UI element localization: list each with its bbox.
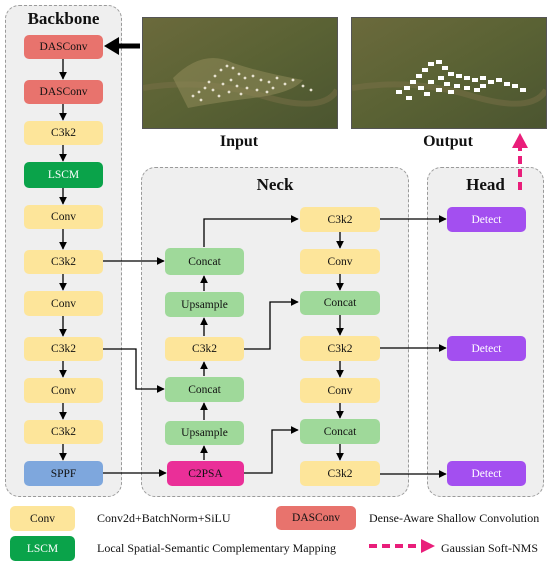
- backbone-conv-3: Conv: [24, 378, 103, 403]
- neck-c3k2-mid: C3k2: [300, 336, 380, 361]
- legend-dasconv-desc: Dense-Aware Shallow Convolution: [369, 511, 540, 525]
- head-title: Head: [466, 175, 505, 194]
- backbone-dasconv-2: DASConv: [24, 80, 103, 104]
- neck-concat-2: Concat: [165, 377, 244, 402]
- input-image: [142, 17, 338, 129]
- backbone-c3k2-2: C3k2: [24, 250, 103, 274]
- backbone-lscm: LSCM: [24, 162, 103, 188]
- neck-c3k2-left: C3k2: [165, 337, 244, 361]
- legend-nms-desc: Gaussian Soft-NMS: [441, 541, 539, 555]
- backbone-title: Backbone: [27, 9, 100, 28]
- backbone-sppf: SPPF: [24, 461, 103, 486]
- legend-conv-swatch: Conv: [10, 506, 75, 531]
- neck-concat-4: Concat: [300, 419, 380, 444]
- neck-title: Neck: [256, 175, 294, 194]
- neck-concat-1: Concat: [165, 248, 244, 275]
- legend-lscm-desc: Local Spatial-Semantic Complementary Map…: [97, 541, 336, 555]
- neck-concat-3: Concat: [300, 291, 380, 315]
- head-detect-1: Detect: [447, 207, 526, 232]
- backbone-c3k2-1: C3k2: [24, 121, 103, 145]
- backbone-dasconv-1: DASConv: [24, 35, 103, 59]
- output-image: [351, 17, 547, 129]
- neck-conv-1: Conv: [300, 249, 380, 274]
- neck-c3k2-bottom: C3k2: [300, 461, 380, 486]
- neck-c2psa: C2PSA: [167, 461, 244, 486]
- backbone-conv-2: Conv: [24, 291, 103, 316]
- backbone-conv-1: Conv: [24, 205, 103, 229]
- input-caption: Input: [219, 133, 259, 150]
- output-caption: Output: [423, 133, 473, 150]
- backbone-c3k2-4: C3k2: [24, 420, 103, 444]
- backbone-c3k2-3: C3k2: [24, 337, 103, 361]
- legend-lscm-swatch: LSCM: [10, 536, 75, 561]
- neck-conv-2: Conv: [300, 378, 380, 403]
- neck-upsample-1: Upsample: [165, 292, 244, 317]
- head-detect-3: Detect: [447, 461, 526, 486]
- legend-dasconv-swatch: DASConv: [276, 506, 356, 530]
- neck-c3k2-top: C3k2: [300, 207, 380, 232]
- legend-conv-desc: Conv2d+BatchNorm+SiLU: [97, 511, 231, 525]
- neck-upsample-2: Upsample: [165, 421, 244, 445]
- head-detect-2: Detect: [447, 336, 526, 361]
